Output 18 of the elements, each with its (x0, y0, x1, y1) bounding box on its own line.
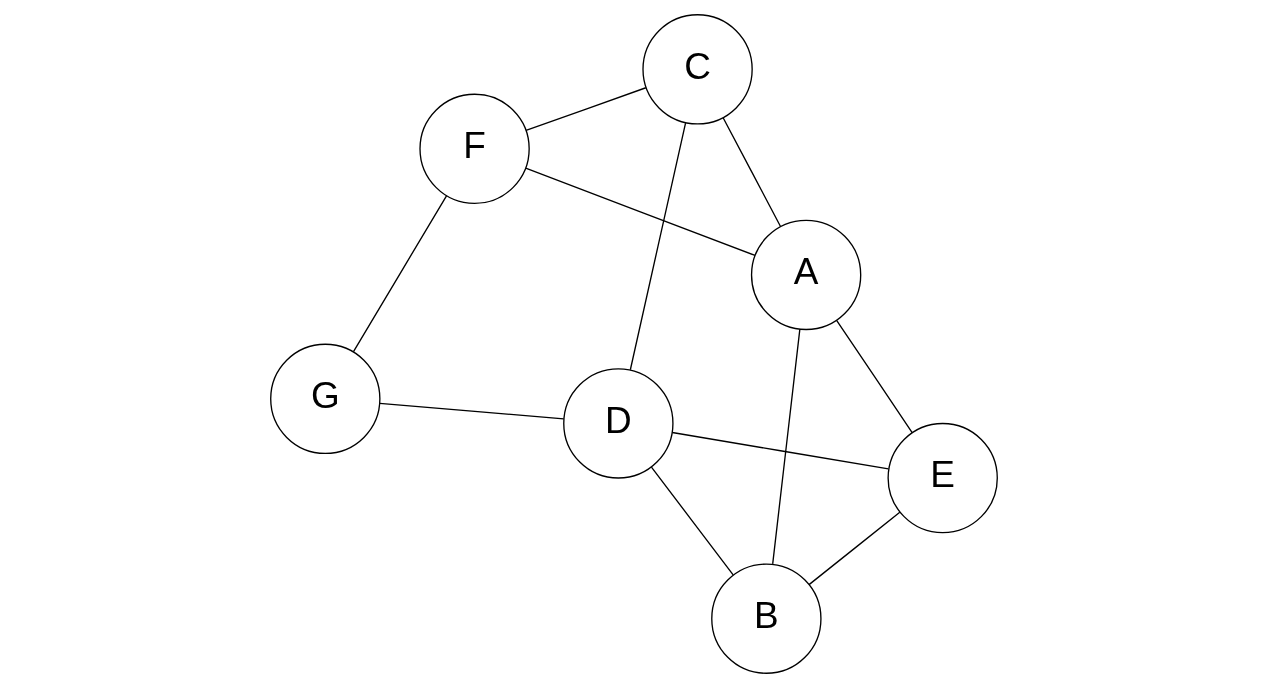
connector (352, 195, 448, 353)
connector (722, 117, 782, 227)
node-circle: D (563, 368, 674, 479)
connector (525, 87, 647, 132)
node-circle: E (887, 422, 998, 534)
connector (772, 328, 801, 565)
connector (525, 167, 756, 257)
node-circle: B (711, 563, 822, 674)
node-circle: F (419, 93, 530, 205)
connector (629, 122, 687, 371)
connector (836, 319, 913, 434)
connector (808, 511, 901, 586)
connector (650, 466, 734, 576)
connector (379, 402, 565, 420)
connector (671, 431, 890, 470)
node-circle: C (642, 14, 753, 125)
node-circle: A (750, 219, 862, 331)
node-circle: G (270, 343, 381, 455)
